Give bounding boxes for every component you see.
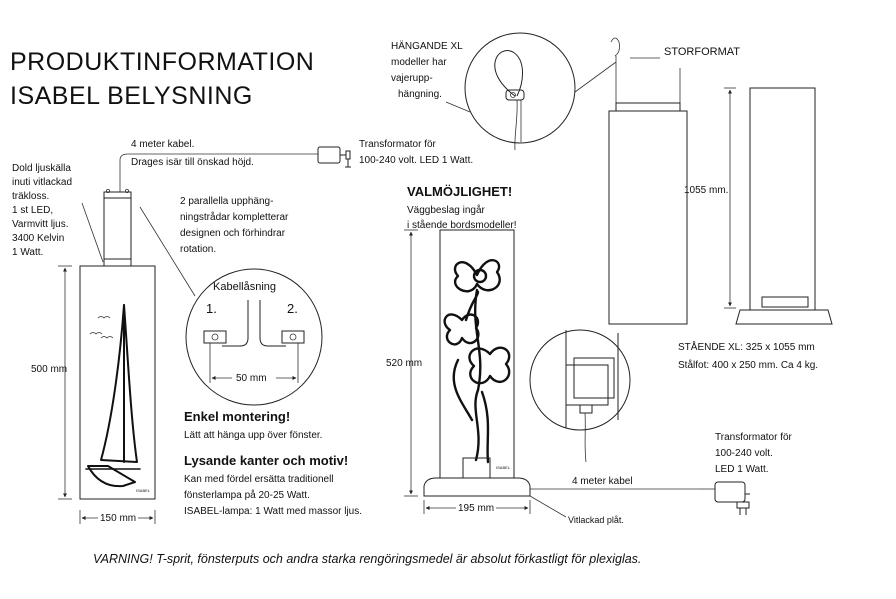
hanging-xl-4: hängning. xyxy=(398,89,442,100)
wires-note-3: designen och förhindrar xyxy=(180,228,286,239)
cable-lock-label-2: 2. xyxy=(287,301,298,316)
option-text-1: Väggbeslag ingår xyxy=(407,205,485,216)
table-lamp-drawing xyxy=(404,229,750,518)
cleaning-warning: VARNING! T-sprit, fönsterputs och andra … xyxy=(93,552,642,566)
large-spec-2: Stålfot: 400 x 250 mm. Ca 4 kg. xyxy=(678,360,819,371)
page-subtitle: ISABEL BELYSNING xyxy=(10,82,253,110)
light-source-note-5: Varmvitt ljus. xyxy=(12,219,69,230)
cable-length-label: 4 meter kabel. xyxy=(131,139,195,150)
large-standing-lamp xyxy=(724,87,833,325)
lamp-panel xyxy=(79,265,156,500)
edges-heading: Lysande kanter och motiv! xyxy=(184,453,349,468)
hanging-xl-2: modeller har xyxy=(391,57,447,68)
hanging-xl-1: HÄNGANDE XL xyxy=(391,41,463,52)
hanging-lamp-drawing xyxy=(58,146,351,524)
hanging-xl-detail xyxy=(445,32,576,151)
cable-lock-label-1: 1. xyxy=(206,301,217,316)
table-width-label: 195 mm xyxy=(456,502,497,515)
steel-base xyxy=(423,477,531,497)
option-heading: VALMÖJLIGHET! xyxy=(407,184,513,199)
large-spec-1: STÅENDE XL: 325 x 1055 mm xyxy=(678,342,815,353)
table-brand-mark: ISABEL xyxy=(496,465,511,470)
left-brand-mark: ISABEL xyxy=(136,488,151,493)
table-height-label: 520 mm xyxy=(386,358,423,369)
light-source-note-2: inuti vitlackad xyxy=(12,177,73,188)
table-lamp-panel xyxy=(439,229,515,479)
table-transformer-1: Transformator för xyxy=(715,432,792,443)
mounting-text: Lätt att hänga upp över fönster. xyxy=(184,430,323,441)
wire-clamp xyxy=(103,191,132,199)
wood-block xyxy=(103,258,132,267)
cable-lock-spacing: 50 mm xyxy=(236,373,267,384)
left-height-label: 500 mm xyxy=(31,364,68,375)
wires-note-2: ningstrådar kompletterar xyxy=(180,212,289,223)
wall-bracket-detail xyxy=(529,329,631,463)
left-width-label: 150 mm xyxy=(98,512,139,525)
page-title: PRODUKTINFORMATION xyxy=(10,48,315,76)
light-source-note-3: träkloss. xyxy=(12,191,50,202)
edges-text-1: Kan med fördel ersätta traditionell xyxy=(184,474,334,485)
light-source-note-1: Dold ljuskälla xyxy=(12,163,71,174)
transformer-icon xyxy=(317,146,341,164)
base-note-label: Vitlackad plåt. xyxy=(568,515,624,525)
cable-pull-label: Drages isär till önskad höjd. xyxy=(131,157,254,168)
wires-note-4: rotation. xyxy=(180,244,217,255)
sailboat-motif xyxy=(85,304,141,488)
large-hanging-lamp xyxy=(574,37,688,325)
mounting-heading: Enkel montering! xyxy=(184,409,291,424)
hanging-xl-3: vajerupp- xyxy=(391,73,433,84)
table-transformer-2: 100-240 volt. xyxy=(715,448,773,459)
edges-text-3: ISABEL-lampa: 1 Watt med massor ljus. xyxy=(184,506,363,517)
transformer-label-2: 100-240 volt. LED 1 Watt. xyxy=(359,155,474,166)
wires-note-1: 2 parallella upphäng- xyxy=(180,196,274,207)
cable-lock-detail xyxy=(185,268,323,406)
option-text-2: i stående bordsmodeller! xyxy=(407,220,517,231)
cable-line xyxy=(119,153,318,192)
flower-motif xyxy=(443,259,511,464)
table-cable-label: 4 meter kabel xyxy=(572,476,633,487)
large-format-title: STORFORMAT xyxy=(664,46,740,58)
cable-lock-title: Kabellåsning xyxy=(213,281,276,293)
table-transformer-icon xyxy=(714,481,746,503)
large-height-label: 1055 mm. xyxy=(684,185,729,196)
light-source-note-7: 1 Watt. xyxy=(12,247,44,258)
table-transformer-3: LED 1 Watt. xyxy=(715,464,769,475)
light-source-note-6: 3400 Kelvin xyxy=(12,233,65,244)
transformer-label-1: Transformator för xyxy=(359,139,436,150)
edges-text-2: fönsterlampa på 20-25 Watt. xyxy=(184,490,310,501)
light-source-note-4: 1 st LED, xyxy=(12,205,54,216)
